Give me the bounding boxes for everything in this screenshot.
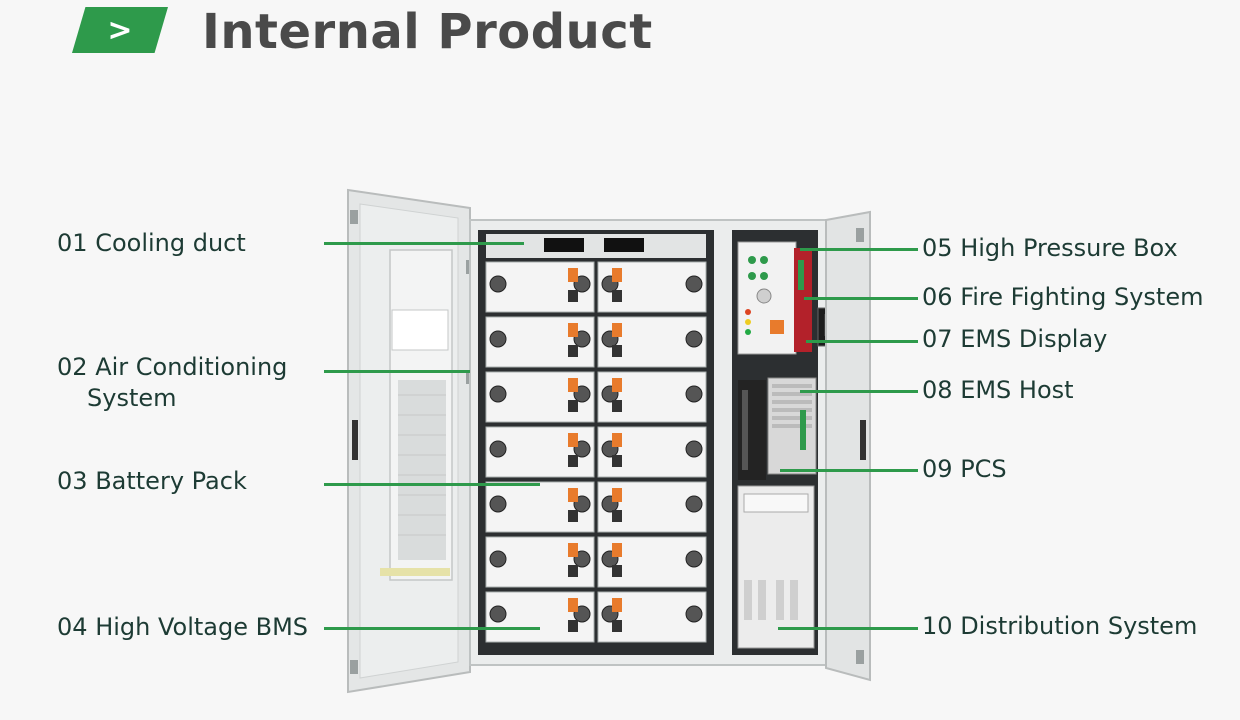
distribution-panel: [737, 485, 815, 649]
battery-module: [485, 261, 595, 313]
leader-line-08: [800, 390, 918, 393]
battery-module: [597, 261, 707, 313]
chevron-right-icon: >: [107, 12, 133, 48]
callout-number: 01: [57, 229, 88, 257]
battery-module: [485, 371, 595, 423]
leader-line-04: [324, 627, 540, 630]
callout-text: High Voltage BMS: [95, 613, 309, 641]
callout-text: Cooling duct: [95, 229, 246, 257]
callout-text: Battery Pack: [95, 467, 247, 495]
battery-module: [485, 481, 595, 533]
battery-module: [485, 316, 595, 368]
callout-text: PCS: [960, 455, 1007, 483]
battery-module: [597, 591, 707, 643]
right-door: [825, 210, 871, 682]
callout-text-continued: System: [87, 384, 177, 412]
leader-line-06: [804, 297, 918, 300]
battery-module: [597, 371, 707, 423]
callout-number: 04: [57, 613, 88, 641]
callout-05-high-pressure-box: 05 High Pressure Box: [922, 233, 1178, 264]
leader-line-10: [778, 627, 918, 630]
battery-module: [485, 591, 595, 643]
leader-line-05: [800, 248, 918, 251]
leader-line-03: [324, 483, 540, 486]
callout-number: 08: [922, 376, 953, 404]
leader-line-09: [780, 469, 918, 472]
callout-04-high-voltage-bms: 04 High Voltage BMS: [57, 612, 308, 643]
callout-number: 03: [57, 467, 88, 495]
callout-number: 07: [922, 325, 953, 353]
battery-module: [485, 426, 595, 478]
callout-text: Fire Fighting System: [960, 283, 1204, 311]
callout-01-cooling-duct: 01 Cooling duct: [57, 228, 246, 259]
leader-line-07: [806, 340, 918, 343]
leader-line-02: [324, 370, 470, 373]
callout-text: EMS Host: [960, 376, 1074, 404]
callout-text: Distribution System: [960, 612, 1198, 640]
battery-module: [485, 536, 595, 588]
callout-08-ems-host: 08 EMS Host: [922, 375, 1074, 406]
battery-module: [597, 316, 707, 368]
callout-text: Air Conditioning: [95, 353, 288, 381]
section-badge: >: [72, 7, 168, 53]
page-title: Internal Product: [202, 4, 653, 60]
callout-number: 02: [57, 353, 88, 381]
callout-02-air-conditioning: 02 Air Conditioning System: [57, 352, 287, 414]
battery-module: [597, 536, 707, 588]
callout-number: 10: [922, 612, 953, 640]
callout-text: EMS Display: [960, 325, 1108, 353]
battery-pack-grid: [485, 261, 707, 643]
callout-09-pcs: 09 PCS: [922, 454, 1007, 485]
cabinet-illustration: [347, 188, 871, 694]
leader-line-01: [324, 242, 524, 245]
callout-06-fire-fighting-system: 06 Fire Fighting System: [922, 282, 1203, 313]
callout-10-distribution-system: 10 Distribution System: [922, 611, 1197, 642]
battery-module: [597, 426, 707, 478]
callout-text: High Pressure Box: [960, 234, 1178, 262]
battery-module: [597, 481, 707, 533]
callout-number: 05: [922, 234, 953, 262]
callout-03-battery-pack: 03 Battery Pack: [57, 466, 247, 497]
callout-number: 06: [922, 283, 953, 311]
callout-07-ems-display: 07 EMS Display: [922, 324, 1107, 355]
cooling-duct: [486, 234, 706, 258]
callout-number: 09: [922, 455, 953, 483]
